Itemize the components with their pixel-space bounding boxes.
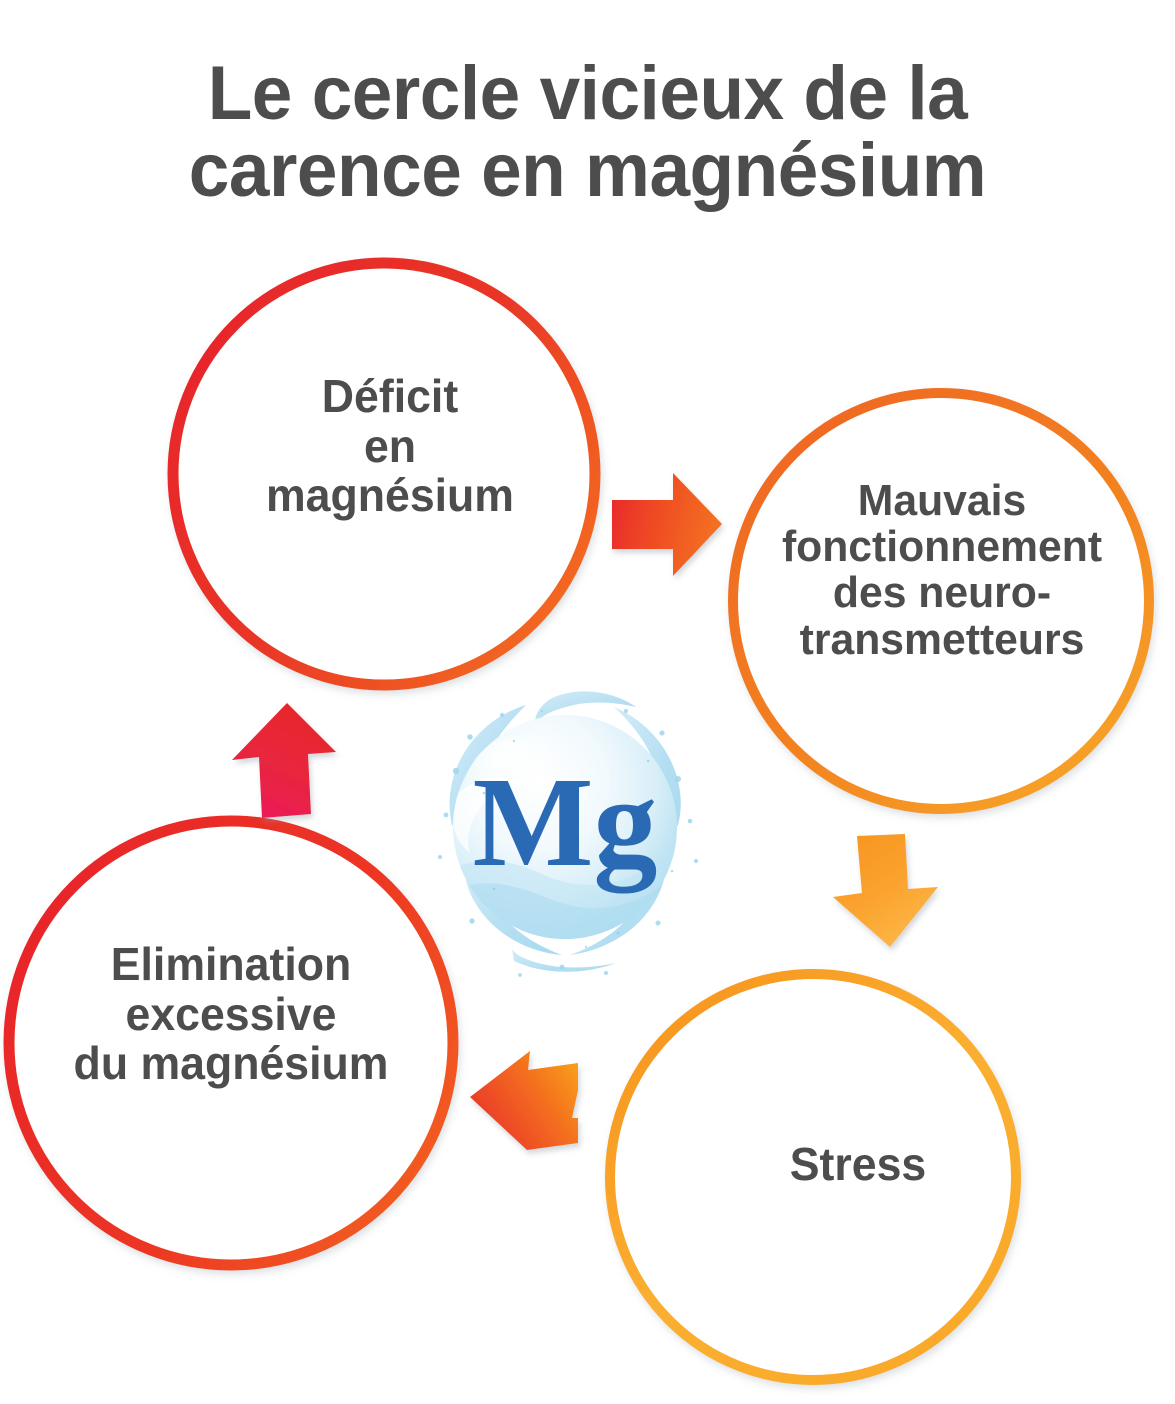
- magnesium-emblem: Mg: [410, 675, 720, 985]
- node-circle-stress[interactable]: [605, 969, 1021, 1385]
- water-droplets: [438, 708, 699, 977]
- page-title: Le cercle vicieux de la carence en magné…: [188, 50, 987, 214]
- sphere-highlight: [468, 735, 592, 823]
- arrow-down-icon: [833, 834, 938, 947]
- node-circle-elimination[interactable]: [3, 815, 459, 1271]
- arrow-right-icon: [612, 473, 722, 576]
- node-circle-neurotransmitters[interactable]: [728, 388, 1154, 814]
- mg-symbol: Mg: [473, 751, 658, 893]
- node-circle-deficit[interactable]: [167, 257, 601, 691]
- water-splash-sphere-icon: Mg: [438, 691, 699, 977]
- water-microdroplets: [482, 710, 674, 949]
- arrow-up-icon: [232, 703, 336, 818]
- arrow-left-icon: [470, 1051, 578, 1150]
